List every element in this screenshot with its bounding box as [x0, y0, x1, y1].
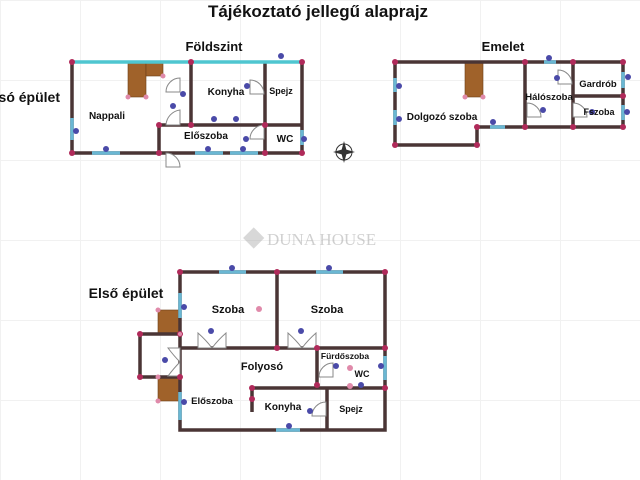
page-title: Tájékoztató jellegű alaprajz — [208, 2, 428, 21]
ground-floor-title: Földszint — [185, 39, 243, 54]
stairs — [157, 376, 181, 402]
room-label: Nappali — [89, 111, 125, 122]
stairs — [464, 61, 484, 98]
room-label: Spejz — [269, 86, 293, 96]
compass-icon — [333, 141, 355, 163]
rear-building-label: Hátsó épület — [0, 89, 60, 105]
room-label: Előszoba — [184, 131, 228, 142]
duna-house-watermark: DUNA HOUSE — [243, 227, 376, 249]
room-label: Konyha — [265, 402, 302, 413]
ground-floor-plan: Földszint Hátsó épület Nappali Konyha Sp… — [0, 39, 307, 168]
front-building-plan: Első épület Szoba Szoba Folyosó Fürdőszo… — [89, 265, 388, 432]
room-label: Gardrób — [579, 79, 617, 90]
upper-floor-title: Emelet — [482, 39, 525, 54]
room-label: Fürdőszoba — [321, 351, 369, 361]
room-label: Előszoba — [191, 396, 233, 407]
stairs — [127, 61, 147, 98]
front-building-label: Első épület — [89, 285, 164, 301]
room-label: Szoba — [311, 304, 344, 316]
room-label: WC — [277, 134, 294, 145]
duna-house-logo-icon — [243, 227, 265, 249]
room-label: Konyha — [208, 87, 245, 98]
room-label: Folyosó — [241, 361, 283, 373]
room-label: WC — [355, 369, 370, 379]
room-label: Spejz — [339, 404, 363, 414]
upper-floor-plan: Emelet Dolgozó szoba Hálószoba Gardrób F… — [392, 39, 631, 148]
room-label: Fszoba — [583, 107, 615, 117]
room-label: Szoba — [212, 304, 245, 316]
stairs — [157, 309, 181, 335]
room-label: Hálószoba — [525, 92, 573, 103]
room-label: Dolgozó szoba — [407, 112, 478, 123]
watermark-text: DUNA HOUSE — [267, 230, 376, 249]
stairs — [145, 61, 164, 77]
